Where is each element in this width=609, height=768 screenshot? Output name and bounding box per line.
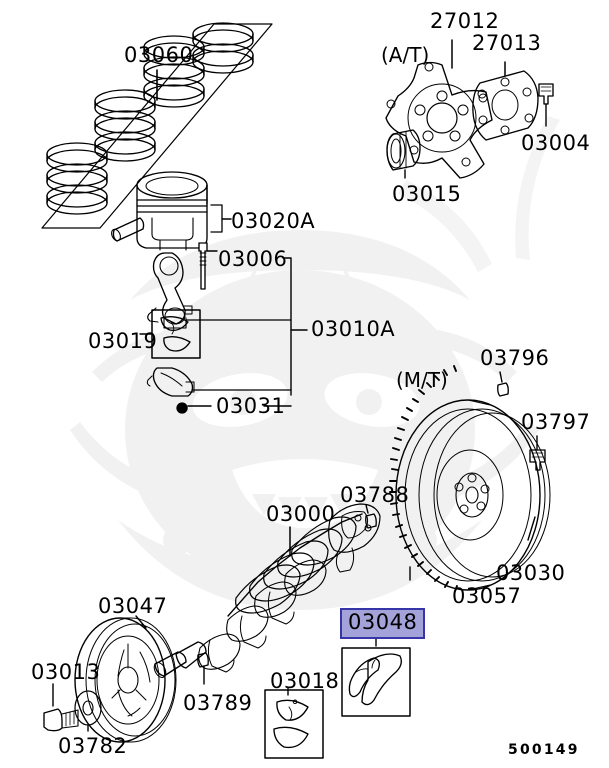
part-label-pulley-bolt[interactable]: 03013 [31,660,101,684]
part-label-piston-ring-set[interactable]: 03060 [124,43,194,67]
part-label-crankshaft-key[interactable]: 03788 [340,483,410,507]
part-label-main-bearing-set[interactable]: 03018 [270,669,340,693]
part-label-pulley-washer[interactable]: 03782 [58,734,128,758]
diagram-reference-number: 500149 [508,742,580,758]
part-label-flywheel[interactable]: 03030 [496,561,566,585]
part-label-drive-plate-adapter[interactable]: 27013 [472,31,542,55]
part-label-piston-and-pin[interactable]: 03020A [231,209,316,233]
part-label-pilot-bushing[interactable]: 03015 [392,182,462,206]
part-label-drive-plate[interactable]: 27012 [430,9,500,33]
part-label-thrust-bearing-set[interactable]: 03048 [340,608,426,639]
part-label-crankshaft-pulley[interactable]: 03047 [98,594,168,618]
part-label-connecting-rod-nut[interactable]: 03031 [216,394,286,418]
at-marker: (A/T) [381,43,430,67]
part-label-pulley-key[interactable]: 03789 [183,691,253,715]
part-label-flywheel-bolt[interactable]: 03797 [521,410,591,434]
part-label-connecting-rod-bearing[interactable]: 03019 [88,329,158,353]
part-label-flywheel-dowel-pin[interactable]: 03796 [480,346,550,370]
part-label-ring-gear[interactable]: 03057 [452,584,522,608]
part-label-connecting-rod-assembly[interactable]: 03010A [311,317,396,341]
part-label-connecting-rod-bolt[interactable]: 03006 [218,247,288,271]
part-label-crankshaft[interactable]: 03000 [266,502,336,526]
mt-marker: (M/T) [396,368,448,392]
part-label-drive-plate-bolt[interactable]: 03004 [521,131,591,155]
